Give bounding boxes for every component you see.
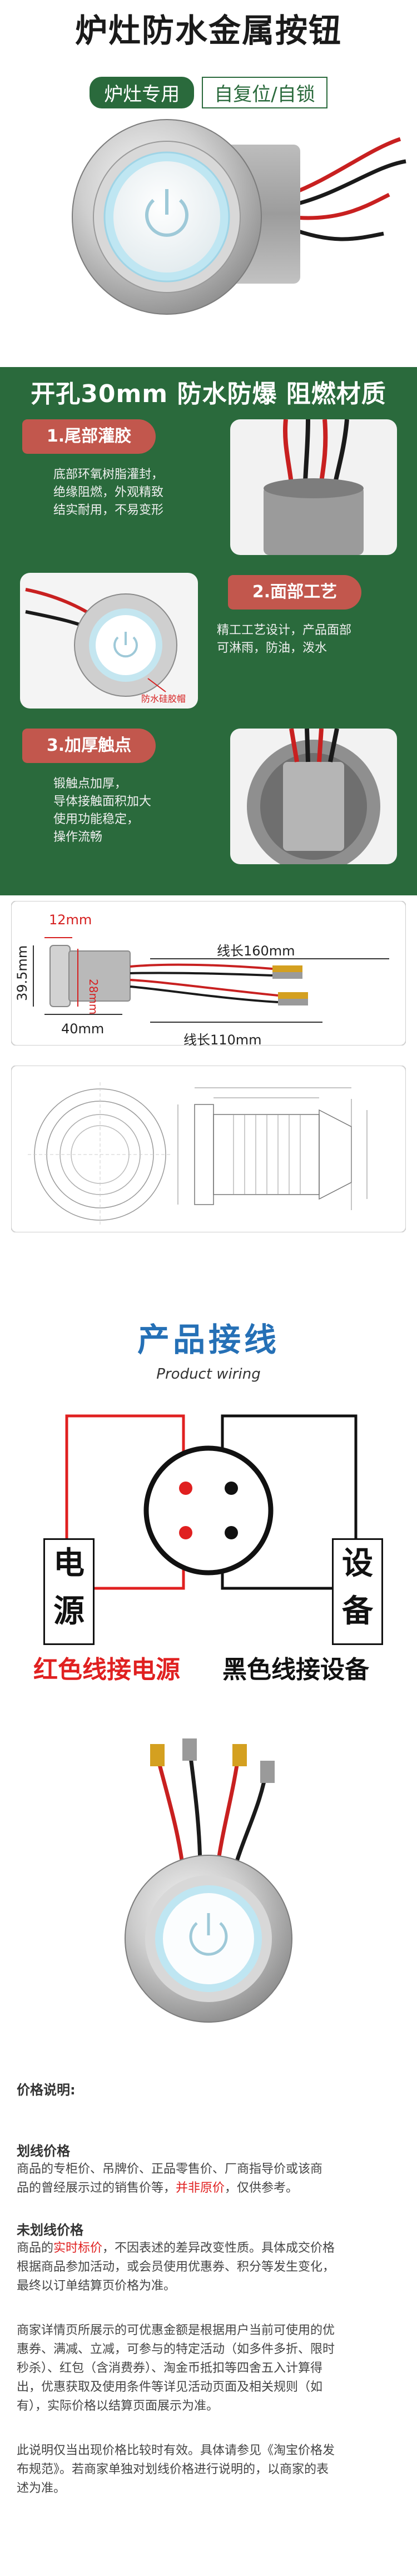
banner-text: 开孔30mm 防水防爆 阻燃材质 [31, 380, 386, 408]
stove-use-badge: 炉灶专用 [90, 77, 195, 108]
technical-drawing [11, 1066, 406, 1232]
feature-1-desc: 底部环氧树脂灌封， 绝缘阻燃，外观精致 结实耐用，不易变形 [53, 468, 164, 517]
crossed-price-title: 划线价格 [17, 2143, 70, 2159]
feature-2-desc: 精工工艺设计，产品面部 可淋雨，防油，泼水 [217, 623, 352, 655]
power-source-box: 电 源 [43, 1538, 95, 1645]
wiring-section: 产品接线 Product wiring 电 源 设 备 红色线接电源 黑色线接设… [0, 1305, 417, 2068]
feature-3-desc: 锻触点加厚， 导体接触面积加大 使用功能稳定， 操作流畅 [53, 777, 152, 844]
dim-inner: 28mm [87, 979, 100, 1015]
feature-1-title: 1.尾部灌胶 [22, 419, 156, 454]
wiring-title: 产品接线 [137, 1321, 280, 1359]
dimension-drawing [11, 901, 406, 1046]
wiring-diagram [65, 1414, 358, 1590]
device-box: 设 备 [332, 1538, 383, 1645]
technical-drawing-section [0, 1054, 417, 1305]
feature-3-title: 3.加厚触点 [22, 729, 156, 763]
dimension-section: 12mm 39.5mm 28mm 40mm 线长160mm 线长110mm [0, 895, 417, 1054]
hero-section: 炉灶防水金属按钮 炉灶专用 自复位/自锁 [0, 0, 417, 367]
feature-3-photo [230, 729, 397, 864]
feature-2-photo: 防水硅胶帽 [20, 573, 198, 709]
dim-wire-a: 线长160mm [217, 943, 295, 959]
feature-2-card: 2.面部工艺 精工工艺设计，产品面部 可淋雨，防油，泼水 [206, 575, 406, 709]
hero-button-photo [72, 119, 406, 315]
feature-2-title: 2.面部工艺 [228, 575, 361, 610]
feature-2-image-label: 防水硅胶帽 [141, 693, 186, 704]
feature-banner: 开孔30mm 防水防爆 阻燃材质 [0, 367, 417, 414]
price-explanation: 价格说明: 划线价格 商品的专柜价、吊牌价、正品零售价、厂商指导价或该商 品的曾… [0, 2068, 417, 2576]
wiring-subtitle: Product wiring [156, 1366, 261, 1383]
product-photo-bottom [125, 1738, 292, 2023]
uncrossed-price-desc: 商品的实时标价，不因表述的差异改变性质。具体成交价格 根据商品参加活动，或会员使… [17, 2241, 335, 2293]
red-wire-caption: 红色线接电源 [33, 1656, 180, 1684]
reset-lock-badge: 自复位/自锁 [202, 77, 327, 108]
dim-height: 39.5mm [14, 945, 30, 1001]
feature-1-photo [230, 419, 397, 555]
black-wire-caption: 黑色线接设备 [222, 1656, 369, 1684]
crossed-price-desc: 商品的专柜价、吊牌价、正品零售价、厂商指导价或该商 品的曾经展示过的销售价等，并… [17, 2162, 323, 2195]
dim-base: 40mm [61, 1021, 105, 1037]
discount-desc: 商家详情页所展示的可优惠金额是根据用户当前可使用的优 惠券、满减、立减，可参与的… [17, 2324, 335, 2413]
feature-1-card: 1.尾部灌胶 底部环氧树脂灌封， 绝缘阻燃，外观精致 结实耐用，不易变形 [22, 419, 218, 565]
product-title: 炉灶防水金属按钮 [75, 12, 342, 49]
hero-badges: 炉灶专用 自复位/自锁 [0, 77, 417, 108]
uncrossed-price-title: 未划线价格 [17, 2222, 83, 2238]
dim-head-width: 12mm [49, 912, 92, 928]
dim-wire-b: 线长110mm [183, 1032, 262, 1048]
price-note: 此说明仅当出现价格比较时有效。具体请参见《淘宝价格发 布规范》。若商家单独对划线… [17, 2444, 335, 2495]
features-panel: 1.尾部灌胶 底部环氧树脂灌封， 绝缘阻燃，外观精致 结实耐用，不易变形 [0, 414, 417, 895]
feature-3-card: 3.加厚触点 锻触点加厚， 导体接触面积加大 使用功能稳定， 操作流畅 [22, 729, 218, 874]
price-heading: 价格说明: [17, 2082, 76, 2098]
